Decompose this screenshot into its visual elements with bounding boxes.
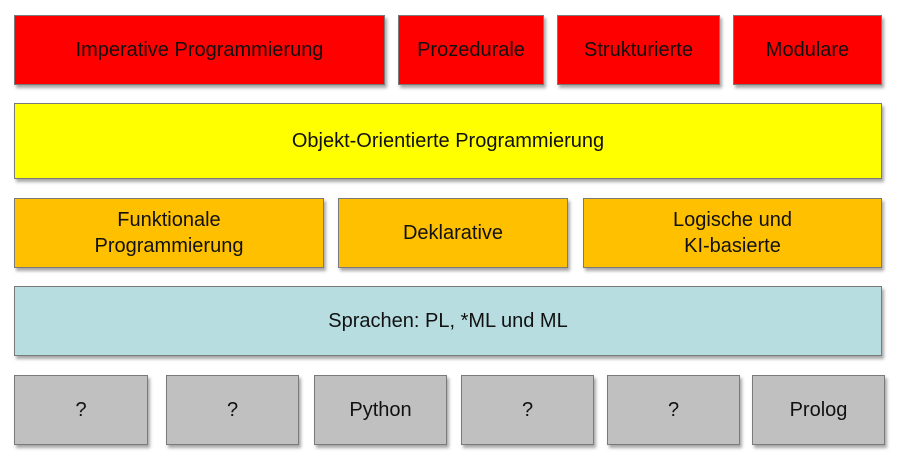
language-box-3: Python <box>314 375 447 445</box>
language-box-5: ? <box>607 375 740 445</box>
languages-label: Sprachen: PL, *ML und ML <box>328 310 568 332</box>
language-label-2: ? <box>226 399 239 421</box>
structured-box: Strukturierte <box>557 15 720 85</box>
functional-text: Funktionale Programmierung <box>95 207 244 259</box>
languages-box: Sprachen: PL, *ML und ML <box>14 286 882 356</box>
functional-label-line1: Funktionale <box>117 209 221 231</box>
language-box-6: Prolog <box>752 375 885 445</box>
procedural-label: Prozedurale <box>417 39 525 61</box>
logic-box: Logische und KI-basierte <box>583 198 882 268</box>
modular-box: Modulare <box>733 15 882 85</box>
declarative-label: Deklarative <box>402 222 504 244</box>
language-label-5: ? <box>667 399 680 421</box>
functional-box: Funktionale Programmierung <box>14 198 324 268</box>
structured-label: Strukturierte <box>584 39 693 61</box>
language-box-2: ? <box>166 375 299 445</box>
imperative-programming-box: Imperative Programmierung <box>14 15 385 85</box>
language-label-3: Python <box>349 399 412 421</box>
language-label-1: ? <box>75 399 87 421</box>
functional-label-line2: Programmierung <box>94 235 244 257</box>
object-oriented-box: Objekt-Orientierte Programmierung <box>14 103 882 179</box>
language-box-4: ? <box>461 375 594 445</box>
logic-label-line1: Logische und <box>673 209 792 231</box>
language-label-4: ? <box>521 399 534 421</box>
language-box-1: ? <box>14 375 148 445</box>
logic-text: Logische und KI-basierte <box>673 207 792 259</box>
language-label-6: Prolog <box>789 399 848 421</box>
object-oriented-label: Objekt-Orientierte Programmierung <box>291 130 605 152</box>
declarative-box: Deklarative <box>338 198 568 268</box>
modular-label: Modulare <box>765 39 850 61</box>
imperative-programming-label: Imperative Programmierung <box>75 39 324 61</box>
procedural-box: Prozedurale <box>398 15 544 85</box>
logic-label-line2: KI-basierte <box>684 235 781 257</box>
